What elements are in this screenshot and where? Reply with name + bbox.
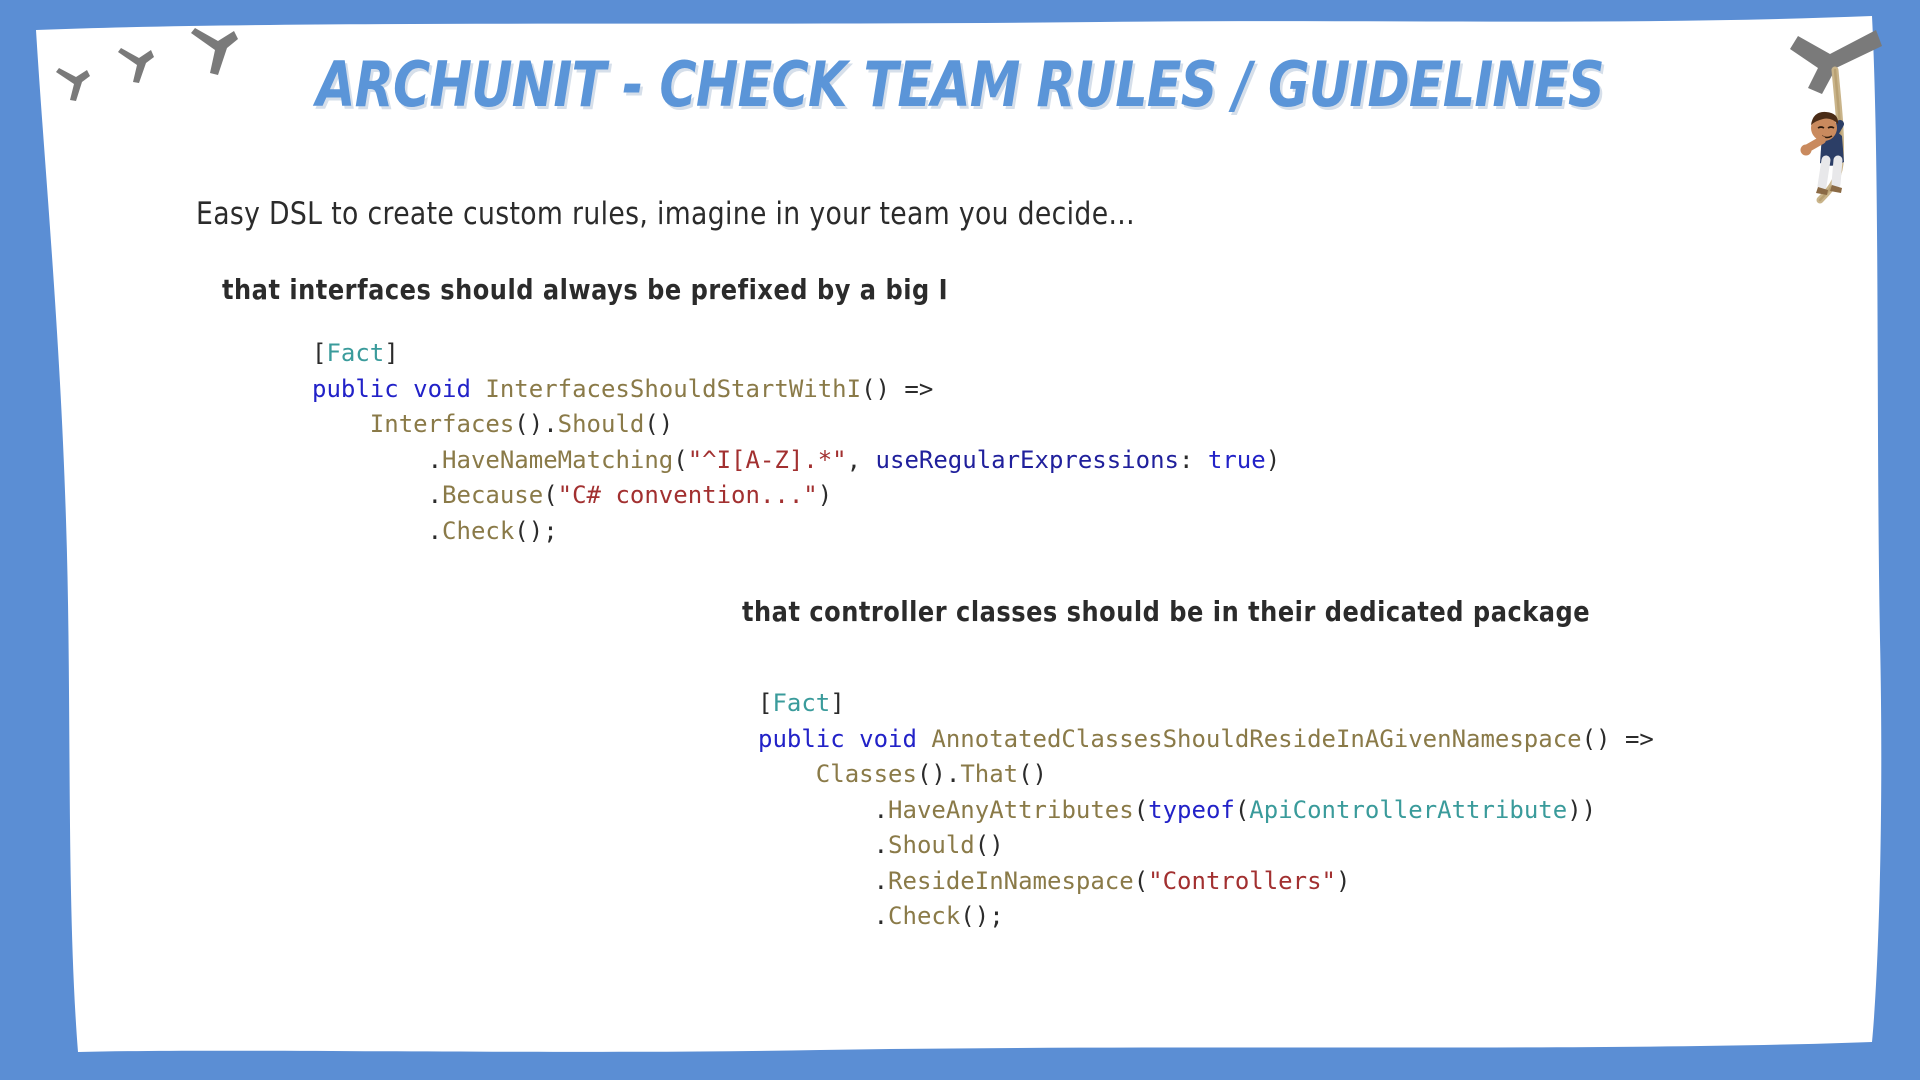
code-token: ): [1335, 866, 1351, 895]
code-token: Because: [442, 481, 544, 509]
code-token: (: [543, 481, 558, 509]
code-token: (): [1018, 760, 1048, 788]
code-token: [312, 410, 370, 438]
code-token: .: [312, 481, 443, 509]
bird-silhouette-icon: [118, 48, 154, 83]
code-token: (): [644, 410, 674, 438]
code-block-controllers-rule: [Fact]public void AnnotatedClassesShould…: [758, 686, 1654, 935]
code-line: .HaveAnyAttributes(typeof(ApiControllerA…: [758, 793, 1654, 829]
code-line: Classes().That(): [758, 757, 1654, 793]
code-token: ): [1265, 445, 1281, 474]
slide-title: ARCHUNIT - CHECK TEAM RULES / GUIDELINES: [316, 48, 1605, 121]
code-token: Interfaces: [369, 410, 515, 438]
code-token: "Controllers": [1148, 866, 1336, 895]
code-token: true: [1207, 445, 1266, 474]
code-token: public void: [758, 724, 932, 753]
code-token: () =>: [1581, 724, 1654, 753]
code-line: .HaveNameMatching("^I[A-Z].*", useRegula…: [312, 443, 1281, 479]
code-token: .: [312, 516, 443, 545]
code-token: (: [1234, 795, 1250, 824]
code-line: public void AnnotatedClassesShouldReside…: [758, 722, 1654, 758]
code-token: (): [974, 831, 1004, 859]
code-token: "^I[A-Z].*": [687, 445, 847, 474]
code-token: .: [758, 831, 889, 859]
code-token: Check: [442, 516, 515, 545]
code-token: Should: [888, 831, 975, 859]
hanging-character-illustration: [1790, 30, 1882, 204]
code-token: [: [758, 689, 773, 717]
bird-silhouette-icon: [191, 28, 238, 75]
code-token: (: [1133, 795, 1149, 824]
code-token: ApiControllerAttribute: [1249, 795, 1568, 824]
code-token: Should: [557, 410, 645, 438]
code-token: Fact: [326, 339, 385, 367]
code-line: .Should(): [758, 828, 1654, 864]
code-block-interfaces-rule: [Fact]public void InterfacesShouldStartW…: [312, 336, 1280, 549]
code-token: "C# convention...": [557, 481, 818, 509]
code-token: :: [1178, 445, 1208, 474]
person-icon: [1800, 111, 1844, 195]
code-line: .Because("C# convention..."): [312, 478, 1280, 514]
code-token: [: [312, 339, 327, 367]
code-token: ().: [514, 410, 558, 438]
bird-silhouette-large-icon: [1790, 30, 1882, 94]
code-token: (: [1133, 866, 1149, 895]
rule-label-controllers: that controller classes should be in the…: [742, 595, 1591, 628]
code-token: ();: [960, 902, 1004, 930]
code-token: ]: [384, 339, 399, 367]
code-token: ResideInNamespace: [888, 866, 1134, 895]
code-token: ();: [514, 516, 558, 545]
lead-text: Easy DSL to create custom rules, imagine…: [196, 196, 1135, 232]
code-token: HaveAnyAttributes: [888, 795, 1134, 824]
rule-label-interfaces: that interfaces should always be prefixe…: [222, 273, 949, 306]
code-line: .Check();: [758, 899, 1654, 935]
code-token: HaveNameMatching: [442, 445, 674, 474]
code-token: typeof: [1148, 795, 1235, 824]
code-token: Classes: [815, 760, 917, 788]
code-token: (: [673, 445, 688, 474]
code-token: useRegularExpressions: [875, 445, 1179, 474]
code-line: .Check();: [312, 514, 1280, 550]
code-token: That: [960, 760, 1019, 788]
code-line: Interfaces().Should(): [312, 407, 1280, 443]
code-token: () =>: [861, 374, 934, 403]
code-line: public void InterfacesShouldStartWithI()…: [312, 372, 1280, 408]
code-token: AnnotatedClassesShouldResideInAGivenName…: [931, 724, 1582, 753]
code-line: .ResideInNamespace("Controllers"): [758, 864, 1654, 900]
code-token: )): [1567, 795, 1597, 824]
code-token: [758, 760, 816, 788]
code-token: InterfacesShouldStartWithI: [485, 374, 862, 403]
bird-silhouette-icon: [56, 68, 90, 101]
code-token: .: [758, 866, 889, 895]
code-token: .: [758, 902, 889, 930]
code-line: [Fact]: [312, 336, 1280, 372]
code-token: ().: [916, 760, 961, 788]
code-token: Fact: [772, 689, 831, 717]
code-token: .: [312, 445, 443, 474]
code-token: Check: [888, 902, 961, 930]
code-token: .: [758, 795, 889, 824]
code-line: [Fact]: [758, 686, 1654, 722]
code-token: ,: [846, 445, 876, 474]
code-token: ]: [830, 689, 845, 717]
code-token: ): [817, 481, 833, 509]
code-token: public void: [312, 374, 486, 403]
